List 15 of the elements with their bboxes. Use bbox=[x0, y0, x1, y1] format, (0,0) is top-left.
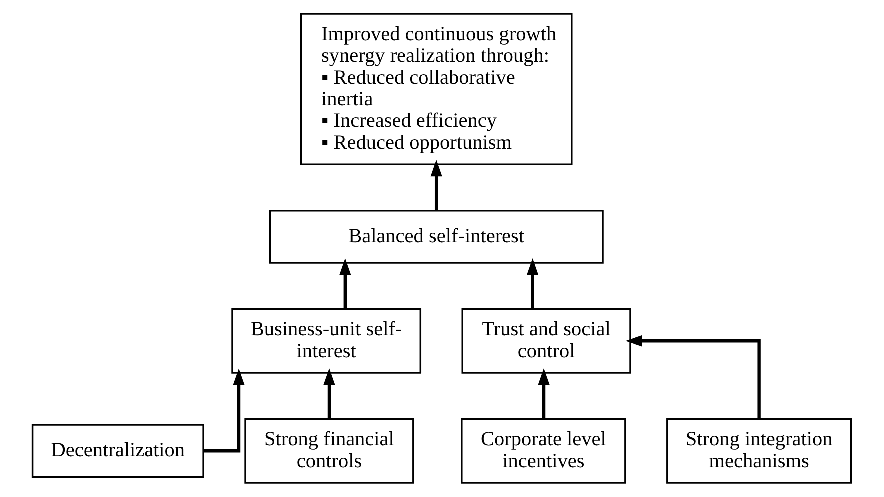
node-box: Trust and social control bbox=[462, 308, 632, 374]
arrow bbox=[527, 258, 539, 309]
arrow bbox=[204, 368, 245, 453]
arrow bbox=[340, 258, 352, 309]
arrow bbox=[626, 335, 761, 419]
node-box: Strong financial controls bbox=[244, 418, 414, 484]
node-box: Balanced self-interest bbox=[269, 210, 604, 264]
arrow bbox=[324, 368, 336, 419]
arrow bbox=[430, 160, 442, 211]
node-box: Decentralization bbox=[32, 424, 204, 478]
node-box: Business-unit self-interest bbox=[232, 308, 422, 374]
node-box: Strong integration mechanisms bbox=[666, 418, 852, 484]
arrow bbox=[538, 368, 550, 419]
node-box: Corporate level incentives bbox=[461, 418, 626, 484]
node-box: Improved continuous growth synergy realization through: ▪ Reduced collaborative inertia ▪ Increased efficiency ▪ Reduced opportunism bbox=[300, 13, 573, 166]
